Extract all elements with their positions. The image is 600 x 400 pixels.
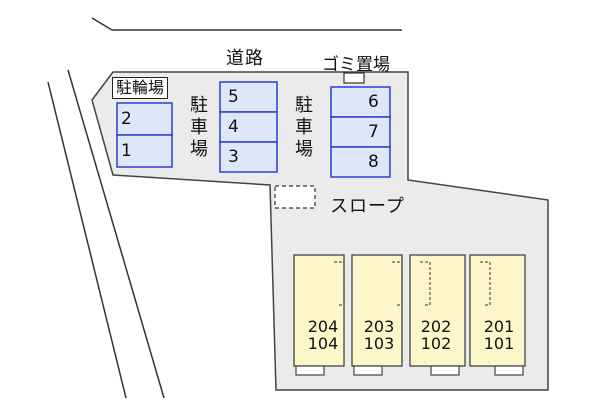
room-number-lower: 101 [483,334,515,353]
parking-label-char: 車 [295,117,313,138]
unit-room-numbers: 203 103 [357,318,401,352]
room-number-upper: 204 [307,317,339,336]
parking-space-number: 8 [368,152,379,172]
unit-201-101 [469,254,526,367]
garbage-area-label: ゴミ置場 [322,55,390,75]
unit-room-numbers: 202 102 [414,318,458,352]
parking-space-7 [330,116,391,148]
parking-space-number: 3 [228,147,239,167]
bicycle-parking-label: 駐輪場 [112,77,169,99]
room-number-lower: 104 [307,334,339,353]
stair-detail [334,261,345,306]
parking-space-number: 6 [368,92,379,112]
parking-space-number: 4 [228,117,239,137]
room-number-lower: 103 [363,334,395,353]
building-units [293,254,526,376]
stair-detail [392,261,403,306]
stair-detail [420,261,431,306]
unit-202-102 [409,254,466,367]
parking-space-number: 5 [228,87,239,107]
parking-space-3 [219,141,278,173]
parking-space-5 [219,81,278,113]
unit-204-104 [293,254,345,367]
entrance-step [295,365,325,376]
entrance-step [494,365,524,376]
slope-label: スロープ [330,196,405,217]
parking-space-8 [330,146,391,178]
bike-space-number: 1 [121,141,132,161]
room-number-upper: 202 [420,317,452,336]
parking-block-middle [219,81,278,173]
parking-label-char: 場 [295,139,313,160]
road-edge-line [91,17,113,31]
dashed-area [274,185,316,209]
room-number-upper: 203 [363,317,395,336]
parking-label-right: 駐 車 場 [293,95,315,161]
parking-label-char: 車 [190,117,208,138]
parking-label-middle: 駐 車 場 [188,95,210,161]
parking-label-char: 駐 [295,95,313,116]
parking-label-char: 駐 [190,95,208,116]
parking-space-6 [330,86,391,118]
stair-detail [480,261,491,306]
side-road-line [47,81,127,399]
parking-label-char: 場 [190,139,208,160]
unit-room-numbers: 204 104 [301,318,345,352]
side-road-line [67,69,165,399]
entrance-step [353,365,383,376]
room-number-upper: 201 [483,317,515,336]
bike-space-number: 2 [121,109,132,129]
bike-parking-spaces [116,102,173,168]
garbage-box [343,72,365,84]
parking-block-right [330,86,391,178]
bike-space-1 [116,134,173,168]
unit-203-103 [351,254,403,367]
road-label: 道路 [226,48,264,69]
room-number-lower: 102 [420,334,452,353]
entrance-step [430,365,460,376]
unit-room-numbers: 201 101 [477,318,521,352]
parking-space-number: 7 [368,122,379,142]
